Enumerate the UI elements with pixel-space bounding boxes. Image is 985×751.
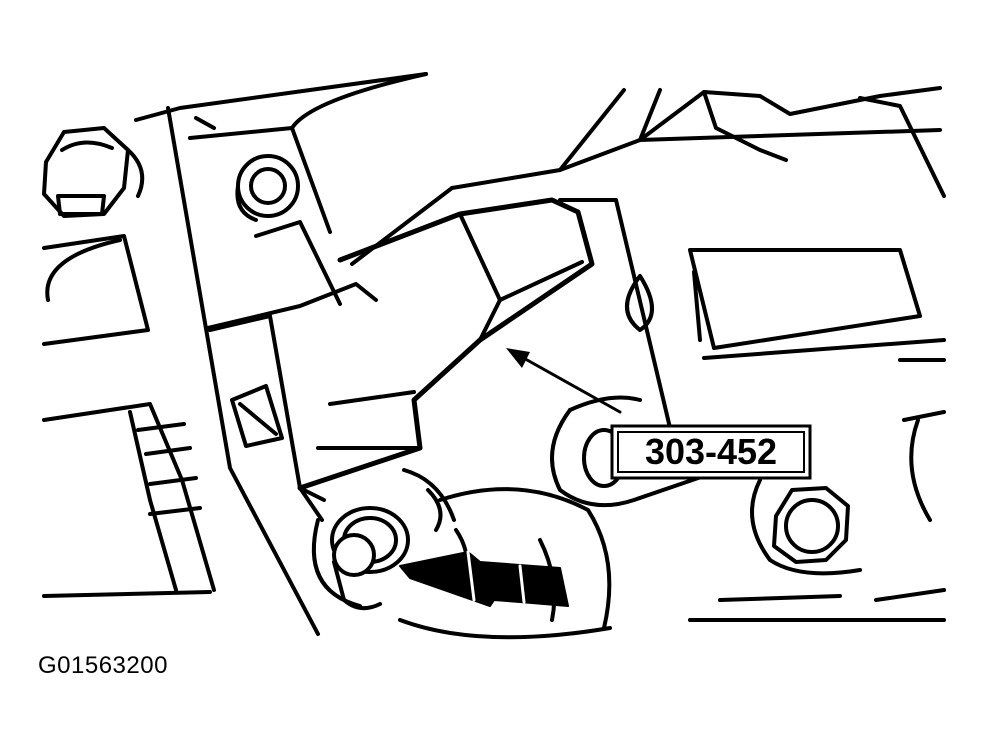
shift-bracket	[206, 220, 378, 502]
pointer-arrow	[399, 550, 569, 607]
shift-pin	[311, 468, 456, 611]
port-circle-top	[235, 154, 300, 222]
hex-bolt-top-left	[42, 126, 145, 218]
tool-number-text: 303-452	[645, 431, 777, 472]
figure-id-caption: G01563200	[38, 652, 168, 679]
housing-right-ribs	[688, 358, 946, 622]
housing-right	[558, 86, 946, 472]
hex-bolt-lower-right	[750, 478, 862, 576]
special-tool-303-452	[297, 88, 626, 522]
callout-arrow	[506, 348, 622, 414]
tool-label: 303-452	[610, 424, 812, 480]
casting-upper-left	[134, 72, 428, 636]
housing-left	[42, 234, 216, 598]
